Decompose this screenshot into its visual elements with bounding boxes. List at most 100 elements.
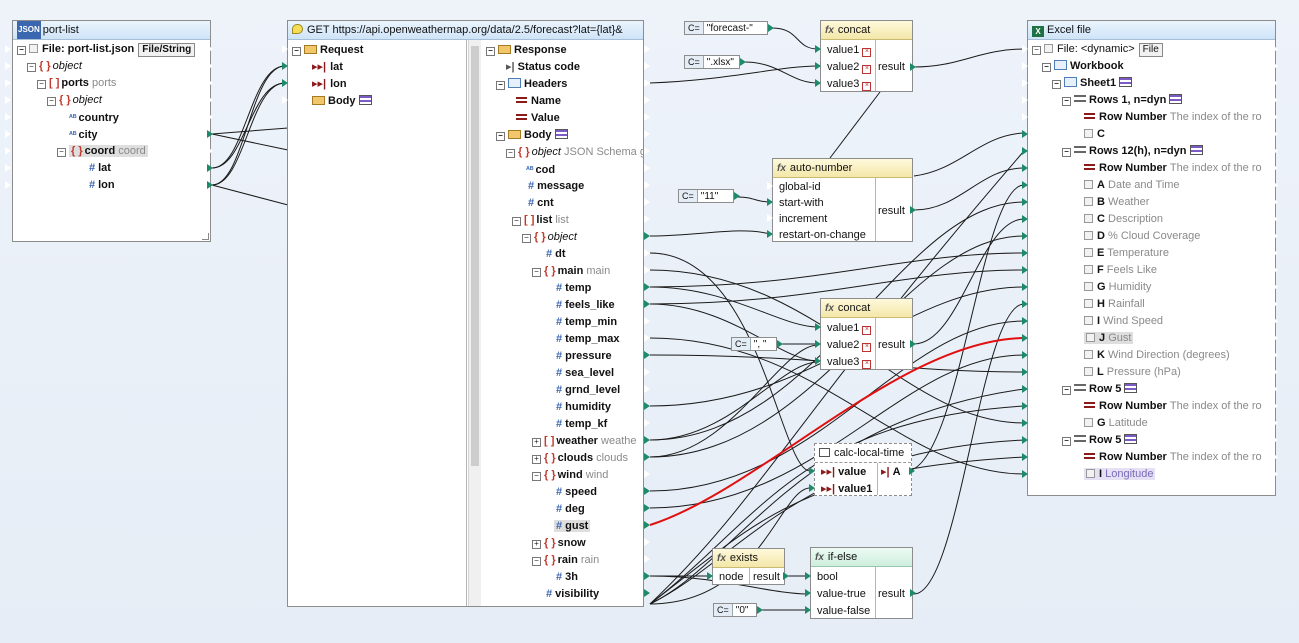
row-ports[interactable]: −[ ]ports ports bbox=[37, 75, 116, 92]
sheet1-node[interactable]: −Sheet1 bbox=[1052, 75, 1133, 92]
wire-city[interactable] bbox=[211, 127, 289, 135]
rows1-node[interactable]: −Rows 1, n=dyn bbox=[1062, 92, 1183, 109]
exists-node[interactable]: node bbox=[719, 571, 744, 583]
row-coord[interactable]: −{ }coord coord bbox=[57, 143, 148, 160]
field-speed[interactable]: #speed bbox=[556, 486, 597, 498]
calc-local-time-function[interactable]: calc-local-time ▸▸|value ▸▸|value1 ▸|A bbox=[814, 443, 912, 496]
field-humidity[interactable]: #humidity bbox=[556, 401, 611, 413]
remove-icon[interactable]: × bbox=[862, 343, 872, 352]
row-lon[interactable]: #lon bbox=[89, 179, 115, 191]
col-e[interactable]: E Temperature bbox=[1084, 245, 1169, 262]
response-node[interactable]: −Response bbox=[486, 42, 567, 59]
wire-forecast[interactable] bbox=[771, 27, 819, 50]
collapse-icon[interactable]: − bbox=[17, 46, 26, 55]
file-string-button[interactable]: File/String bbox=[138, 43, 196, 57]
col-f[interactable]: F Feels Like bbox=[1084, 262, 1157, 279]
wire-feels-concat[interactable] bbox=[649, 303, 819, 362]
field-message[interactable]: #message bbox=[528, 180, 585, 192]
field-pressure[interactable]: #pressure bbox=[556, 350, 612, 362]
settings-icon[interactable] bbox=[1119, 77, 1133, 87]
settings-icon[interactable] bbox=[358, 95, 372, 105]
row5b-longitude[interactable]: I Longitude bbox=[1084, 466, 1156, 483]
request-lat[interactable]: ▸▸|lat bbox=[312, 61, 343, 73]
if-else-value-false[interactable]: value-false bbox=[817, 605, 871, 617]
wire-auto-rownum[interactable] bbox=[913, 167, 1025, 211]
remove-icon[interactable]: × bbox=[862, 82, 872, 91]
col-b[interactable]: B Weather bbox=[1084, 194, 1149, 211]
field-dt[interactable]: #dt bbox=[546, 248, 566, 260]
col-g[interactable]: G Humidity bbox=[1084, 279, 1151, 296]
wire-dt-calc[interactable] bbox=[649, 252, 811, 472]
row5a-node[interactable]: −Row 5 bbox=[1062, 381, 1138, 398]
auto-start-with[interactable]: start-with bbox=[779, 197, 824, 209]
concat2-value1[interactable]: value1× bbox=[827, 320, 872, 337]
field-visibility[interactable]: #visibility bbox=[546, 588, 600, 600]
field-clouds[interactable]: +{ }clouds clouds bbox=[532, 450, 628, 467]
remove-icon[interactable]: × bbox=[862, 360, 872, 369]
wire-lon2[interactable] bbox=[211, 65, 286, 186]
col-j[interactable]: J Gust bbox=[1084, 330, 1134, 347]
file-button[interactable]: File bbox=[1138, 43, 1163, 57]
col-c[interactable]: C Description bbox=[1084, 211, 1163, 228]
row5b-node[interactable]: −Row 5 bbox=[1062, 432, 1138, 449]
request-lon[interactable]: ▸▸|lon bbox=[312, 78, 347, 90]
get-request-component[interactable]: GET https://api.openweathermap.org/data/… bbox=[287, 20, 644, 607]
concat1-value3[interactable]: value3× bbox=[827, 76, 872, 91]
if-else-result[interactable]: result bbox=[878, 588, 905, 600]
col-k[interactable]: K Wind Direction (degrees) bbox=[1084, 347, 1230, 364]
field-weather[interactable]: +[ ]weather weathe bbox=[532, 433, 637, 450]
field-list[interactable]: −[ ]list list bbox=[512, 212, 569, 229]
field-sea-level[interactable]: #sea_level bbox=[556, 367, 615, 379]
field-cnt[interactable]: #cnt bbox=[528, 197, 554, 209]
resize-handle[interactable] bbox=[202, 233, 209, 240]
wire-temp-e[interactable] bbox=[649, 252, 1025, 288]
if-else-bool[interactable]: bool bbox=[817, 571, 838, 583]
request-node[interactable]: −Request bbox=[292, 42, 363, 59]
field-temp-kf[interactable]: #temp_kf bbox=[556, 418, 608, 430]
list-object[interactable]: −{ }object bbox=[522, 229, 577, 246]
row-object2[interactable]: −{ }object bbox=[47, 92, 102, 109]
constant-forecast[interactable]: C="forecast-" bbox=[684, 21, 768, 35]
rows1-col-c[interactable]: C bbox=[1084, 126, 1105, 143]
headers-node[interactable]: −Headers bbox=[496, 76, 567, 93]
row5a-latitude[interactable]: G Latitude bbox=[1084, 415, 1148, 432]
wire-eleven[interactable] bbox=[737, 196, 771, 203]
constant-zero[interactable]: C="0" bbox=[713, 603, 757, 617]
field-main[interactable]: −{ }main main bbox=[532, 263, 610, 280]
col-a[interactable]: A Date and Time bbox=[1084, 177, 1180, 194]
row5b-row-number[interactable]: Row Number The index of the ro bbox=[1084, 449, 1262, 466]
wire-city2[interactable] bbox=[211, 133, 289, 151]
row5a-row-number[interactable]: Row Number The index of the ro bbox=[1084, 398, 1262, 415]
settings-icon[interactable] bbox=[1124, 434, 1138, 444]
remove-icon[interactable]: × bbox=[862, 326, 872, 335]
status-code[interactable]: ▸|Status code bbox=[506, 61, 580, 73]
wire-calc-a[interactable] bbox=[905, 184, 1025, 472]
auto-result[interactable]: result bbox=[878, 205, 905, 217]
wire-xlsx[interactable] bbox=[743, 61, 819, 84]
wire-concat1-auto[interactable] bbox=[829, 91, 881, 159]
field-wind[interactable]: −{ }wind wind bbox=[532, 467, 608, 484]
field-3h[interactable]: #3h bbox=[556, 571, 578, 583]
field-deg[interactable]: #deg bbox=[556, 503, 585, 515]
col-d[interactable]: D % Cloud Coverage bbox=[1084, 228, 1200, 245]
field-temp-max[interactable]: #temp_max bbox=[556, 333, 620, 345]
constant-comma[interactable]: C=", " bbox=[731, 337, 777, 351]
field-grnd-level[interactable]: #grnd_level bbox=[556, 384, 621, 396]
field-temp-min[interactable]: #temp_min bbox=[556, 316, 618, 328]
col-l[interactable]: L Pressure (hPa) bbox=[1084, 364, 1181, 381]
auto-global-id[interactable]: global-id bbox=[779, 181, 821, 193]
excel-file-row[interactable]: −File: <dynamic>File bbox=[1032, 41, 1163, 58]
wire-weather-concat[interactable] bbox=[649, 361, 819, 441]
header-name[interactable]: Name bbox=[516, 93, 561, 110]
